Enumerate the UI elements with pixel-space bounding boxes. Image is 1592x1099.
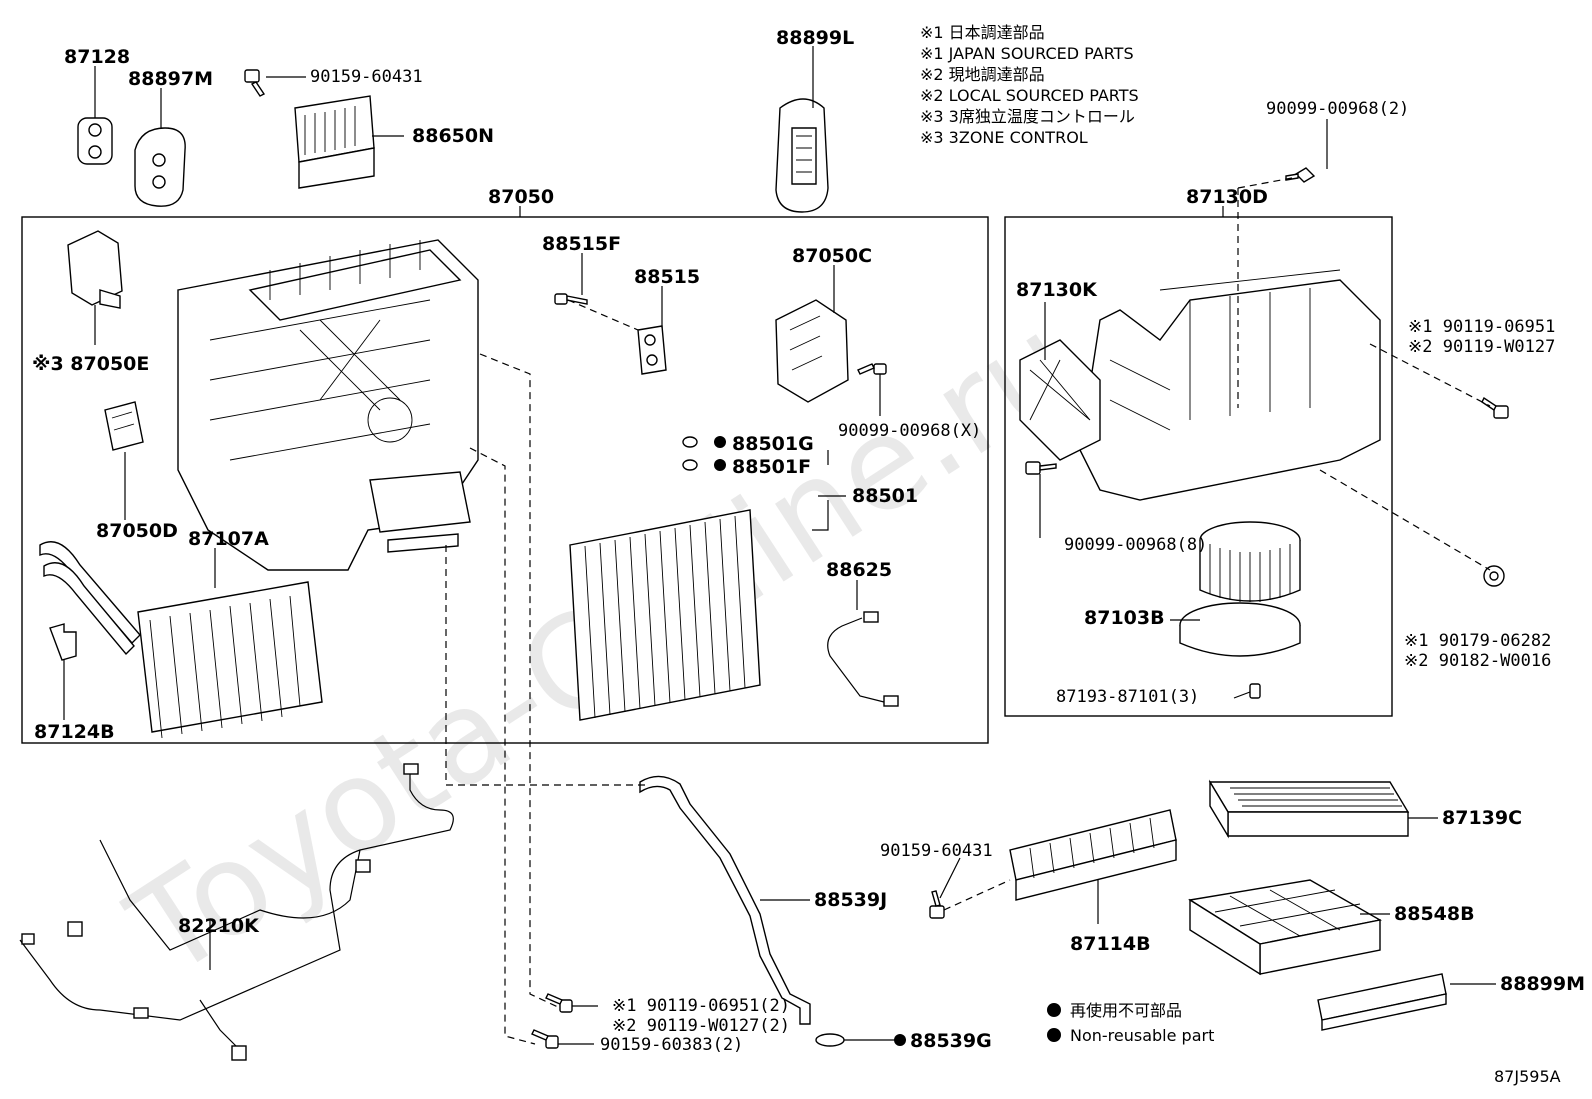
label-90119-06951-2: ※1 90119-06951(2) [612,996,790,1016]
leader-lines [63,46,1496,1045]
part-90119-06951-2[interactable] [545,993,573,1013]
label-88501G: 88501G [732,433,814,455]
part-90099-00968-2[interactable] [1285,167,1316,183]
label-88501F: 88501F [732,456,811,478]
legend-dot-jp [1047,1003,1061,1017]
non-reusable-dot [894,1034,906,1046]
assembly-87130D-frame [1004,216,1393,717]
label-87050: 87050 [488,186,554,208]
label-87050C: 87050C [792,245,872,267]
part-88899M-seal[interactable] [1317,973,1447,1031]
label-87114B: 87114B [1070,933,1151,955]
legend-dot-en [1047,1028,1061,1042]
part-88650N[interactable] [294,95,375,189]
part-88548B-tray[interactable] [1188,879,1382,976]
part-82210K-harness[interactable] [19,763,454,1061]
part-90159-60431-mid[interactable] [929,890,945,919]
label-88539G: 88539G [910,1030,992,1052]
label-88515F: 88515F [542,233,621,255]
note-2-jp: ※2 現地調達部品 [920,65,1045,84]
part-87139C-filter[interactable] [1208,779,1410,839]
label-90099-00968-8: 90099-00968(8) [1064,535,1207,555]
label-88897M: 88897M [128,68,213,90]
part-90179-06282[interactable] [1483,565,1505,587]
label-90159-60431-mid: 90159-60431 [880,841,993,861]
label-90119-W0127-2: ※2 90119-W0127(2) [612,1016,790,1036]
part-87128[interactable] [77,117,113,165]
label-88625: 88625 [826,559,892,581]
label-88501: 88501 [852,485,918,507]
part-87050E[interactable] [67,230,123,309]
label-87193-87101-3: 87193-87101(3) [1056,687,1199,707]
part-87114B[interactable] [1009,809,1177,901]
part-87193-87101-3[interactable] [1249,683,1261,699]
label-90182-W0016: ※2 90182-W0016 [1404,651,1551,671]
part-87103B[interactable] [1179,521,1301,657]
part-88515F[interactable] [554,293,588,305]
part-87130D-blower-case[interactable] [1079,269,1381,501]
label-90119-W0127: ※2 90119-W0127 [1408,337,1555,357]
part-90119-06951[interactable] [1481,396,1509,419]
legend: 再使用不可部品 Non-reusable part [1047,1001,1214,1045]
part-90159-60383-2[interactable] [531,1029,559,1049]
label-88548B: 88548B [1394,903,1475,925]
part-87050C[interactable] [775,299,849,403]
part-90159-60431-top[interactable] [244,69,266,97]
note-1-jp: ※1 日本調達部品 [920,23,1045,42]
label-90159-60431-top: 90159-60431 [310,67,423,87]
part-88501G-oring[interactable] [682,436,726,448]
part-87050-heater-unit[interactable] [177,239,479,571]
legend-en: Non-reusable part [1070,1026,1214,1045]
legend-jp: 再使用不可部品 [1070,1001,1182,1020]
label-90159-60383-2: 90159-60383(2) [600,1035,743,1055]
label-82210K: 82210K [178,915,260,937]
part-88899L[interactable] [775,98,829,213]
part-88625[interactable] [827,611,899,707]
part-88501F-oring[interactable] [682,459,726,471]
label-87050E: ※3 87050E [32,353,149,375]
non-reusable-dot [714,459,726,471]
part-87050D[interactable] [104,401,144,451]
label-88515: 88515 [634,266,700,288]
label-87130K: 87130K [1016,279,1098,301]
label-88899M: 88899M [1500,973,1585,995]
label-87130D: 87130D [1186,186,1268,208]
non-reusable-dot [714,436,726,448]
part-87124B[interactable] [49,623,77,661]
sourcing-notes: ※1 日本調達部品 ※1 JAPAN SOURCED PARTS ※2 現地調達… [920,23,1139,147]
figure-code: 87J595A [1494,1067,1561,1086]
label-87107A: 87107A [188,528,269,550]
label-88899L: 88899L [776,27,854,49]
label-87128: 87128 [64,46,130,68]
label-90099-00968-2: 90099-00968(2) [1266,99,1409,119]
label-90119-06951: ※1 90119-06951 [1408,317,1555,337]
part-87130K[interactable] [1019,339,1101,461]
label-87139C: 87139C [1442,807,1522,829]
part-labels: 87128 88897M 90159-60431 88650N 88899L 9… [32,27,1585,1055]
note-3-jp: ※3 3席独立温度コントロール [920,107,1135,126]
part-87107A[interactable] [39,541,323,739]
note-1-en: ※1 JAPAN SOURCED PARTS [920,44,1134,63]
part-88539J-hose[interactable] [639,775,811,1025]
label-88539J: 88539J [814,889,887,911]
part-88501-evaporator[interactable] [569,509,761,721]
part-90099-00968-8[interactable] [1025,461,1057,475]
part-88515[interactable] [637,325,667,375]
note-3-en: ※3 3ZONE CONTROL [920,128,1088,147]
part-90099-00968-X[interactable] [857,363,887,375]
assembly-dashed-lines [445,177,1491,1045]
label-87103B: 87103B [1084,607,1165,629]
label-90099-00968-X: 90099-00968(X) [838,421,981,441]
part-88897M[interactable] [134,127,186,207]
note-2-en: ※2 LOCAL SOURCED PARTS [920,86,1139,105]
label-87050D: 87050D [96,520,178,542]
label-90179-06282: ※1 90179-06282 [1404,631,1551,651]
label-88650N: 88650N [412,125,494,147]
label-87124B: 87124B [34,721,115,743]
